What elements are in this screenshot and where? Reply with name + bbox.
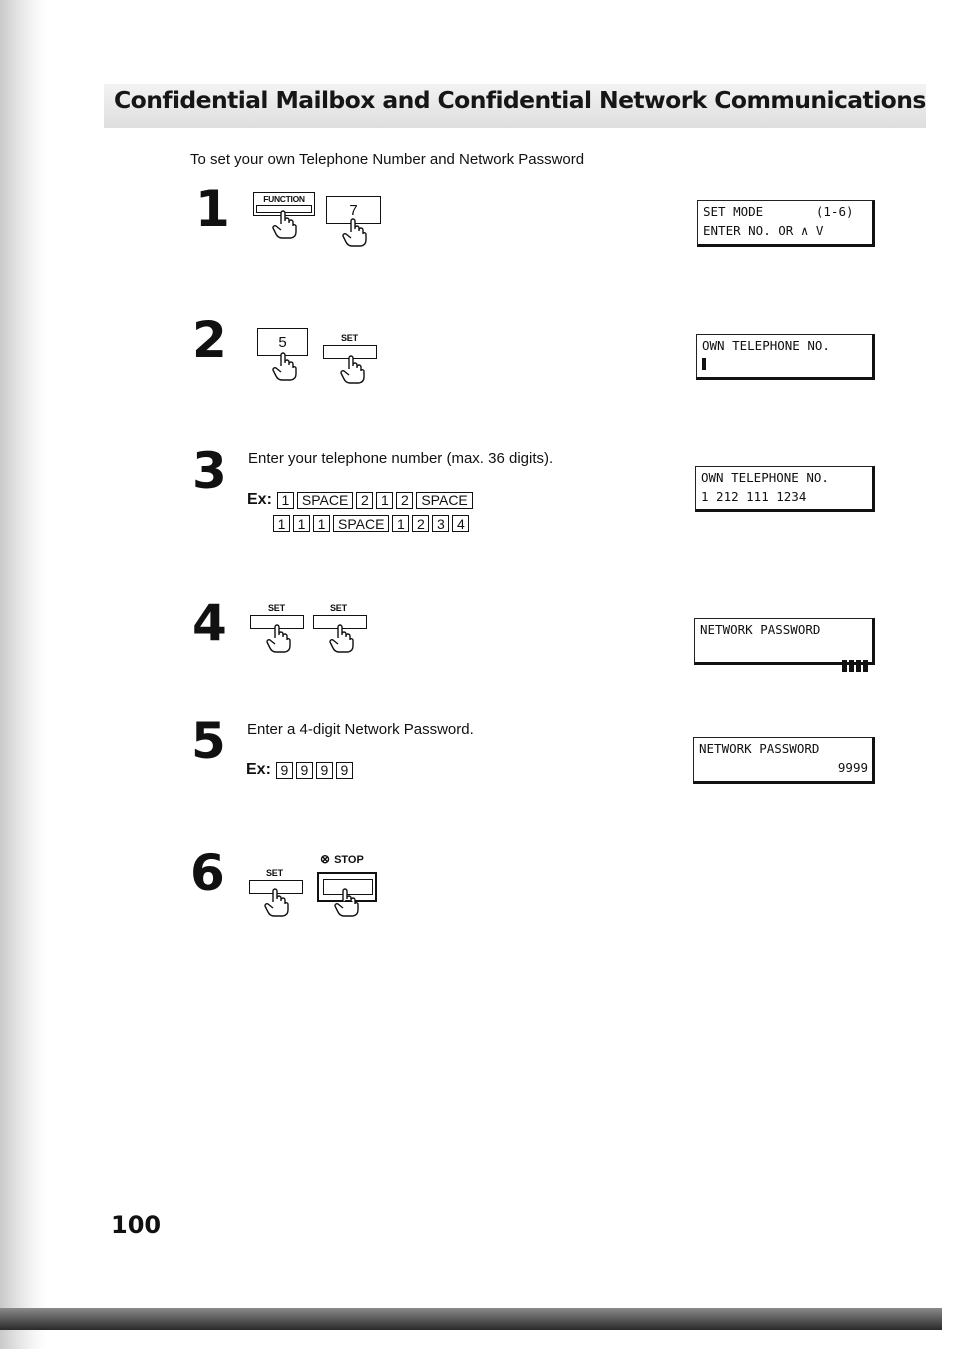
mini-key: 3 bbox=[432, 515, 450, 532]
mini-key: 9 bbox=[275, 761, 293, 779]
lcd-line-2 bbox=[700, 639, 868, 672]
function-key-label: FUNCTION bbox=[263, 194, 305, 204]
mini-key: 2 bbox=[396, 491, 414, 509]
hand-press-icon bbox=[266, 624, 292, 654]
page-edge-bar bbox=[0, 1308, 942, 1330]
set-key-caption: SET bbox=[266, 868, 283, 878]
mini-key: 1 bbox=[392, 515, 410, 532]
book-spine-shadow bbox=[0, 0, 46, 1349]
title-band bbox=[104, 84, 926, 128]
lcd-display-network-password-entered: NETWORK PASSWORD 9999 bbox=[693, 737, 875, 784]
mini-key: 2 bbox=[356, 491, 374, 509]
lcd-line-2 bbox=[702, 355, 868, 374]
step-5-text: Enter a 4-digit Network Password. bbox=[247, 721, 474, 738]
set-key-caption: SET bbox=[330, 603, 347, 613]
phone-example-row-1: Ex: 1 SPACE 2 1 2 SPACE bbox=[247, 491, 473, 509]
step-3-text: Enter your telephone number (max. 36 dig… bbox=[248, 450, 554, 467]
step-3-number: 3 bbox=[192, 442, 227, 500]
lcd-line-1: OWN TELEPHONE NO. bbox=[702, 338, 830, 353]
page-title: Confidential Mailbox and Confidential Ne… bbox=[114, 86, 926, 114]
lcd-line-1: NETWORK PASSWORD bbox=[700, 622, 821, 637]
page-number: 100 bbox=[111, 1211, 162, 1239]
hand-press-icon bbox=[329, 624, 355, 654]
hand-press-icon bbox=[342, 218, 368, 248]
mini-key-space: SPACE bbox=[416, 491, 473, 509]
lcd-line-2: 1 212 111 1234 bbox=[701, 489, 807, 504]
set-key-caption: SET bbox=[268, 603, 285, 613]
hand-press-icon bbox=[272, 352, 298, 382]
mini-key: 1 bbox=[293, 515, 310, 532]
mini-key: 9 bbox=[295, 761, 313, 779]
step-5-number: 5 bbox=[191, 712, 226, 770]
lcd-line-1: NETWORK PASSWORD bbox=[699, 741, 820, 756]
step-4-number: 4 bbox=[192, 594, 227, 652]
password-example-row: Ex: 9 9 9 9 bbox=[246, 761, 353, 779]
lcd-line-2: ENTER NO. OR ∧ V bbox=[703, 223, 824, 238]
lcd-display-network-password-empty: NETWORK PASSWORD bbox=[694, 618, 875, 672]
mini-key-space: SPACE bbox=[333, 515, 390, 532]
hand-press-icon bbox=[272, 210, 298, 240]
step-6-number: 6 bbox=[190, 844, 225, 902]
mini-key: 1 bbox=[276, 491, 294, 509]
lcd-display-own-telephone-empty: OWN TELEPHONE NO. bbox=[696, 334, 875, 380]
step-2-number: 2 bbox=[192, 311, 227, 369]
lcd-line-2: 9999 bbox=[837, 760, 868, 775]
step-1-number: 1 bbox=[195, 180, 230, 238]
example-label: Ex: bbox=[246, 761, 271, 778]
mini-key: 4 bbox=[452, 515, 470, 532]
hand-press-icon bbox=[340, 355, 366, 385]
lcd-line-1: OWN TELEPHONE NO. bbox=[701, 470, 829, 485]
key-5-label: 5 bbox=[278, 333, 287, 351]
key-5[interactable]: 5 bbox=[257, 328, 308, 356]
hand-press-icon bbox=[334, 888, 360, 918]
example-label: Ex: bbox=[247, 491, 272, 508]
key-7-label: 7 bbox=[349, 201, 358, 219]
phone-example-row-2: 1 1 1 SPACE 1 2 3 4 bbox=[273, 515, 470, 532]
mini-key: 9 bbox=[335, 761, 353, 779]
stop-icon: ⊗ bbox=[320, 852, 331, 866]
intro-text: To set your own Telephone Number and Net… bbox=[190, 151, 585, 168]
lcd-line-1: SET MODE (1-6) bbox=[703, 204, 854, 219]
lcd-display-set-mode: SET MODE (1-6) ENTER NO. OR ∧ V bbox=[697, 200, 875, 247]
mini-key: 1 bbox=[273, 515, 290, 532]
mini-key-space: SPACE bbox=[296, 491, 354, 509]
lcd-display-own-telephone-entered: OWN TELEPHONE NO. 1 212 111 1234 bbox=[695, 466, 875, 512]
hand-press-icon bbox=[264, 888, 290, 918]
function-key[interactable]: FUNCTION bbox=[253, 192, 315, 216]
stop-label: STOP bbox=[334, 854, 364, 866]
mini-key: 2 bbox=[412, 515, 430, 532]
cursor-block-icon bbox=[702, 358, 706, 370]
mini-key: 9 bbox=[315, 761, 333, 779]
mini-key: 1 bbox=[376, 491, 394, 509]
password-placeholder-blocks-icon bbox=[842, 660, 868, 672]
mini-key: 1 bbox=[313, 515, 330, 532]
set-key-caption: SET bbox=[341, 333, 358, 343]
stop-key-caption: ⊗STOP bbox=[320, 852, 364, 866]
stop-key[interactable] bbox=[317, 872, 377, 902]
